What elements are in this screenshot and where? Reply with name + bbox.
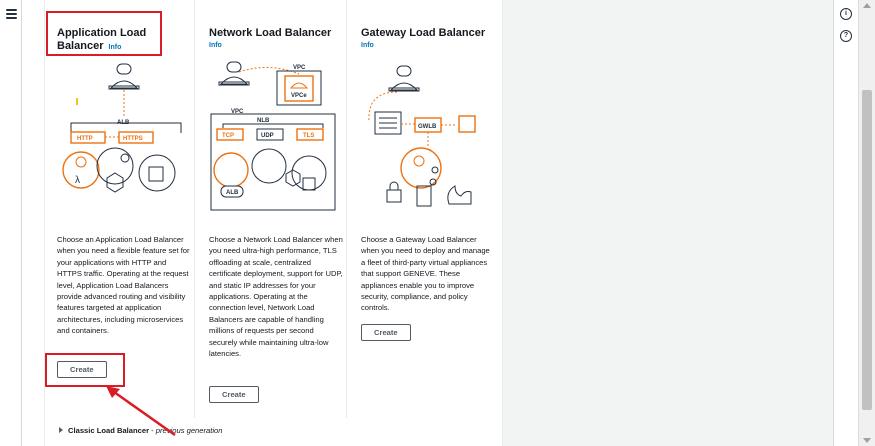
annotation-box-create [45,353,125,387]
alb-https-label: HTTPS [123,136,143,142]
load-balancer-types-panel: Application Load Balancer Info ALB HTTP … [44,0,503,446]
nlb-diagram: VPC VPCe VPC NLB TCP UDP TLS ALB [210,61,336,211]
nlb-create-button[interactable]: Create [209,386,259,403]
nlb-card: Network Load Balancer Info VPC VPCe VPC … [197,0,347,418]
nlb-vpc-left-label: VPC [231,109,244,115]
annotation-arrow-icon [106,386,176,437]
gwlb-info-link[interactable]: Info [361,42,374,49]
gwlb-label: GWLB [418,124,437,130]
vertical-scrollbar[interactable] [858,0,875,446]
nlb-tcp-label: TCP [222,133,234,139]
nlb-vpce-label: VPCe [291,93,307,99]
nlb-description: Choose a Network Load Balancer when you … [209,235,343,359]
nlb-vpc-top-label: VPC [293,65,306,71]
gwlb-card: Gateway Load Balancer Info GWLB [349,0,499,418]
alb-info-link[interactable]: Info [108,44,122,51]
gwlb-diagram: GWLB [368,65,476,207]
nlb-label: NLB [257,118,270,124]
classic-load-balancer-expander[interactable]: Classic Load Balancer - previous generat… [59,426,223,435]
gwlb-description: Choose a Gateway Load Balancer when you … [361,235,490,313]
nlb-alb-label: ALB [226,190,239,196]
alb-card: Application Load Balancer Info ALB HTTP … [45,0,195,418]
classic-dash: - [149,426,156,435]
nlb-tls-label: TLS [303,133,314,139]
svg-text:λ: λ [75,175,80,186]
alb-create-button[interactable]: Create [57,361,107,378]
hamburger-menu-icon[interactable] [6,9,17,19]
tools-rail: i ? [833,0,858,446]
alb-description: Choose an Application Load Balancer when… [57,235,190,336]
gwlb-card-title: Gateway Load Balancer [361,27,486,39]
help-circle-icon[interactable]: ? [840,30,852,42]
scroll-up-arrow-icon[interactable] [863,3,871,8]
caret-right-icon [59,427,63,433]
gwlb-create-button[interactable]: Create [361,324,411,341]
alb-card-title: Application Load Balancer Info [57,27,147,52]
info-circle-icon[interactable]: i [840,8,852,20]
scroll-thumb[interactable] [862,90,872,410]
classic-sub-label: previous generation [155,426,223,435]
alb-diagram: ALB HTTP HTTPS λ [62,63,182,193]
classic-label: Classic Load Balancer [68,426,150,435]
empty-background-area [503,0,833,446]
nlb-card-title: Network Load Balancer [209,27,332,39]
nlb-udp-label: UDP [261,133,274,139]
alb-http-label: HTTP [77,136,93,142]
nlb-info-link[interactable]: Info [209,42,222,49]
left-nav-rail [0,0,22,446]
annotation-box-title [46,11,162,56]
scroll-down-arrow-icon[interactable] [863,438,871,443]
